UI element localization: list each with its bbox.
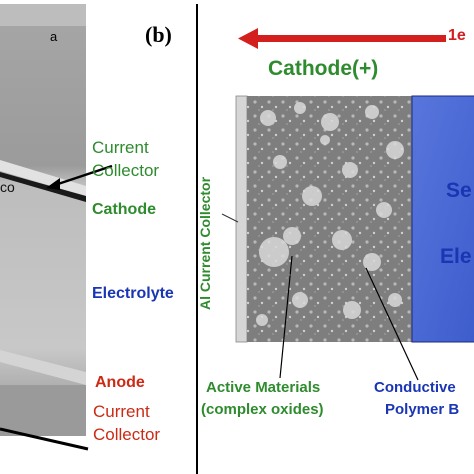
al-current-collector-strip: [235, 95, 248, 343]
separator-fragment: Se: [446, 179, 472, 202]
active-materials-line1: Active Materials: [206, 379, 321, 396]
conductive-line2: Polymer B: [385, 401, 460, 418]
active-materials-pointer: [279, 255, 293, 379]
bottom-pointer-line: [0, 427, 89, 451]
electrolyte-label: Electrolyte: [92, 285, 174, 302]
active-materials-line2: (complex oxides): [201, 401, 324, 418]
current-collector-arrowhead: [46, 178, 60, 190]
current-collector-top-line1: Current: [92, 138, 149, 157]
panel-a-sem-image: [0, 0, 86, 436]
cathode-plus-title: Cathode(+): [268, 57, 379, 80]
panel-b-letter: (b): [145, 22, 172, 47]
current-collector-bottom-line2: Collector: [93, 425, 161, 444]
arrow-label: 1e: [448, 27, 466, 44]
al-current-collector-label: Al Current Collector: [197, 176, 213, 310]
separator-electrolyte-panel: [411, 95, 474, 343]
top-strip: [0, 0, 474, 4]
conductive-pointer: [365, 267, 419, 381]
current-collector-bottom-line1: Current: [93, 402, 150, 421]
electron-flow-arrow: [238, 28, 446, 49]
current-collector-top-line2: Collector: [92, 161, 160, 180]
panel-a-micro-label: co: [0, 179, 15, 195]
conductive-line1: Conductive: [374, 379, 456, 396]
active-materials-sem: [247, 96, 412, 342]
cathode-label: Cathode: [92, 201, 156, 218]
electrolyte-fragment: Ele: [440, 245, 472, 268]
anode-label: Anode: [95, 374, 145, 391]
panel-a-corner-letter: a: [50, 29, 58, 44]
cathode-line: [0, 172, 86, 202]
current-collector-pointer: [51, 164, 113, 188]
al-pointer-line: [221, 213, 239, 223]
